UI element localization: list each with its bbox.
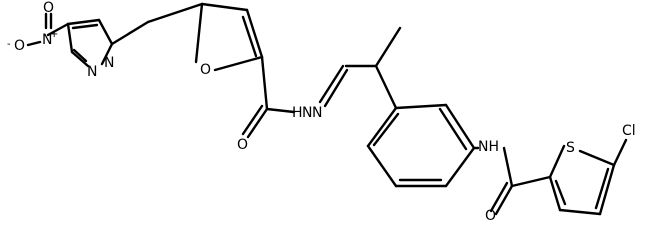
nitro-o-top-label: O bbox=[43, 0, 54, 16]
hydrazide-h-label: H bbox=[292, 105, 303, 121]
amide-nh-label: NH bbox=[478, 139, 499, 155]
atom-labels: O N + O - N N O O H N N NH O S Cl bbox=[7, 0, 636, 224]
furan-o-label: O bbox=[200, 62, 211, 78]
nitro-o-left-label: O bbox=[14, 38, 25, 54]
pyrazole-n2-label: N bbox=[87, 64, 97, 80]
molecule-structure: O N + O - N N O O H N N NH O S Cl bbox=[7, 0, 636, 224]
thiophene-s-label: S bbox=[566, 140, 575, 156]
carbonyl-o1-label: O bbox=[237, 137, 248, 153]
nitro-plus-label: + bbox=[50, 29, 58, 40]
nitro-n-label: N bbox=[42, 32, 52, 48]
nitro-o-charge-label: - bbox=[7, 39, 11, 50]
pyrazole-n1-label: N bbox=[104, 55, 114, 71]
hydrazide-n2-label: N bbox=[312, 105, 322, 121]
chloro-label: Cl bbox=[622, 123, 636, 139]
carbonyl-o2-label: O bbox=[485, 208, 496, 224]
hydrazide-n1-label: N bbox=[302, 105, 312, 121]
bond-lines bbox=[26, 2, 628, 216]
